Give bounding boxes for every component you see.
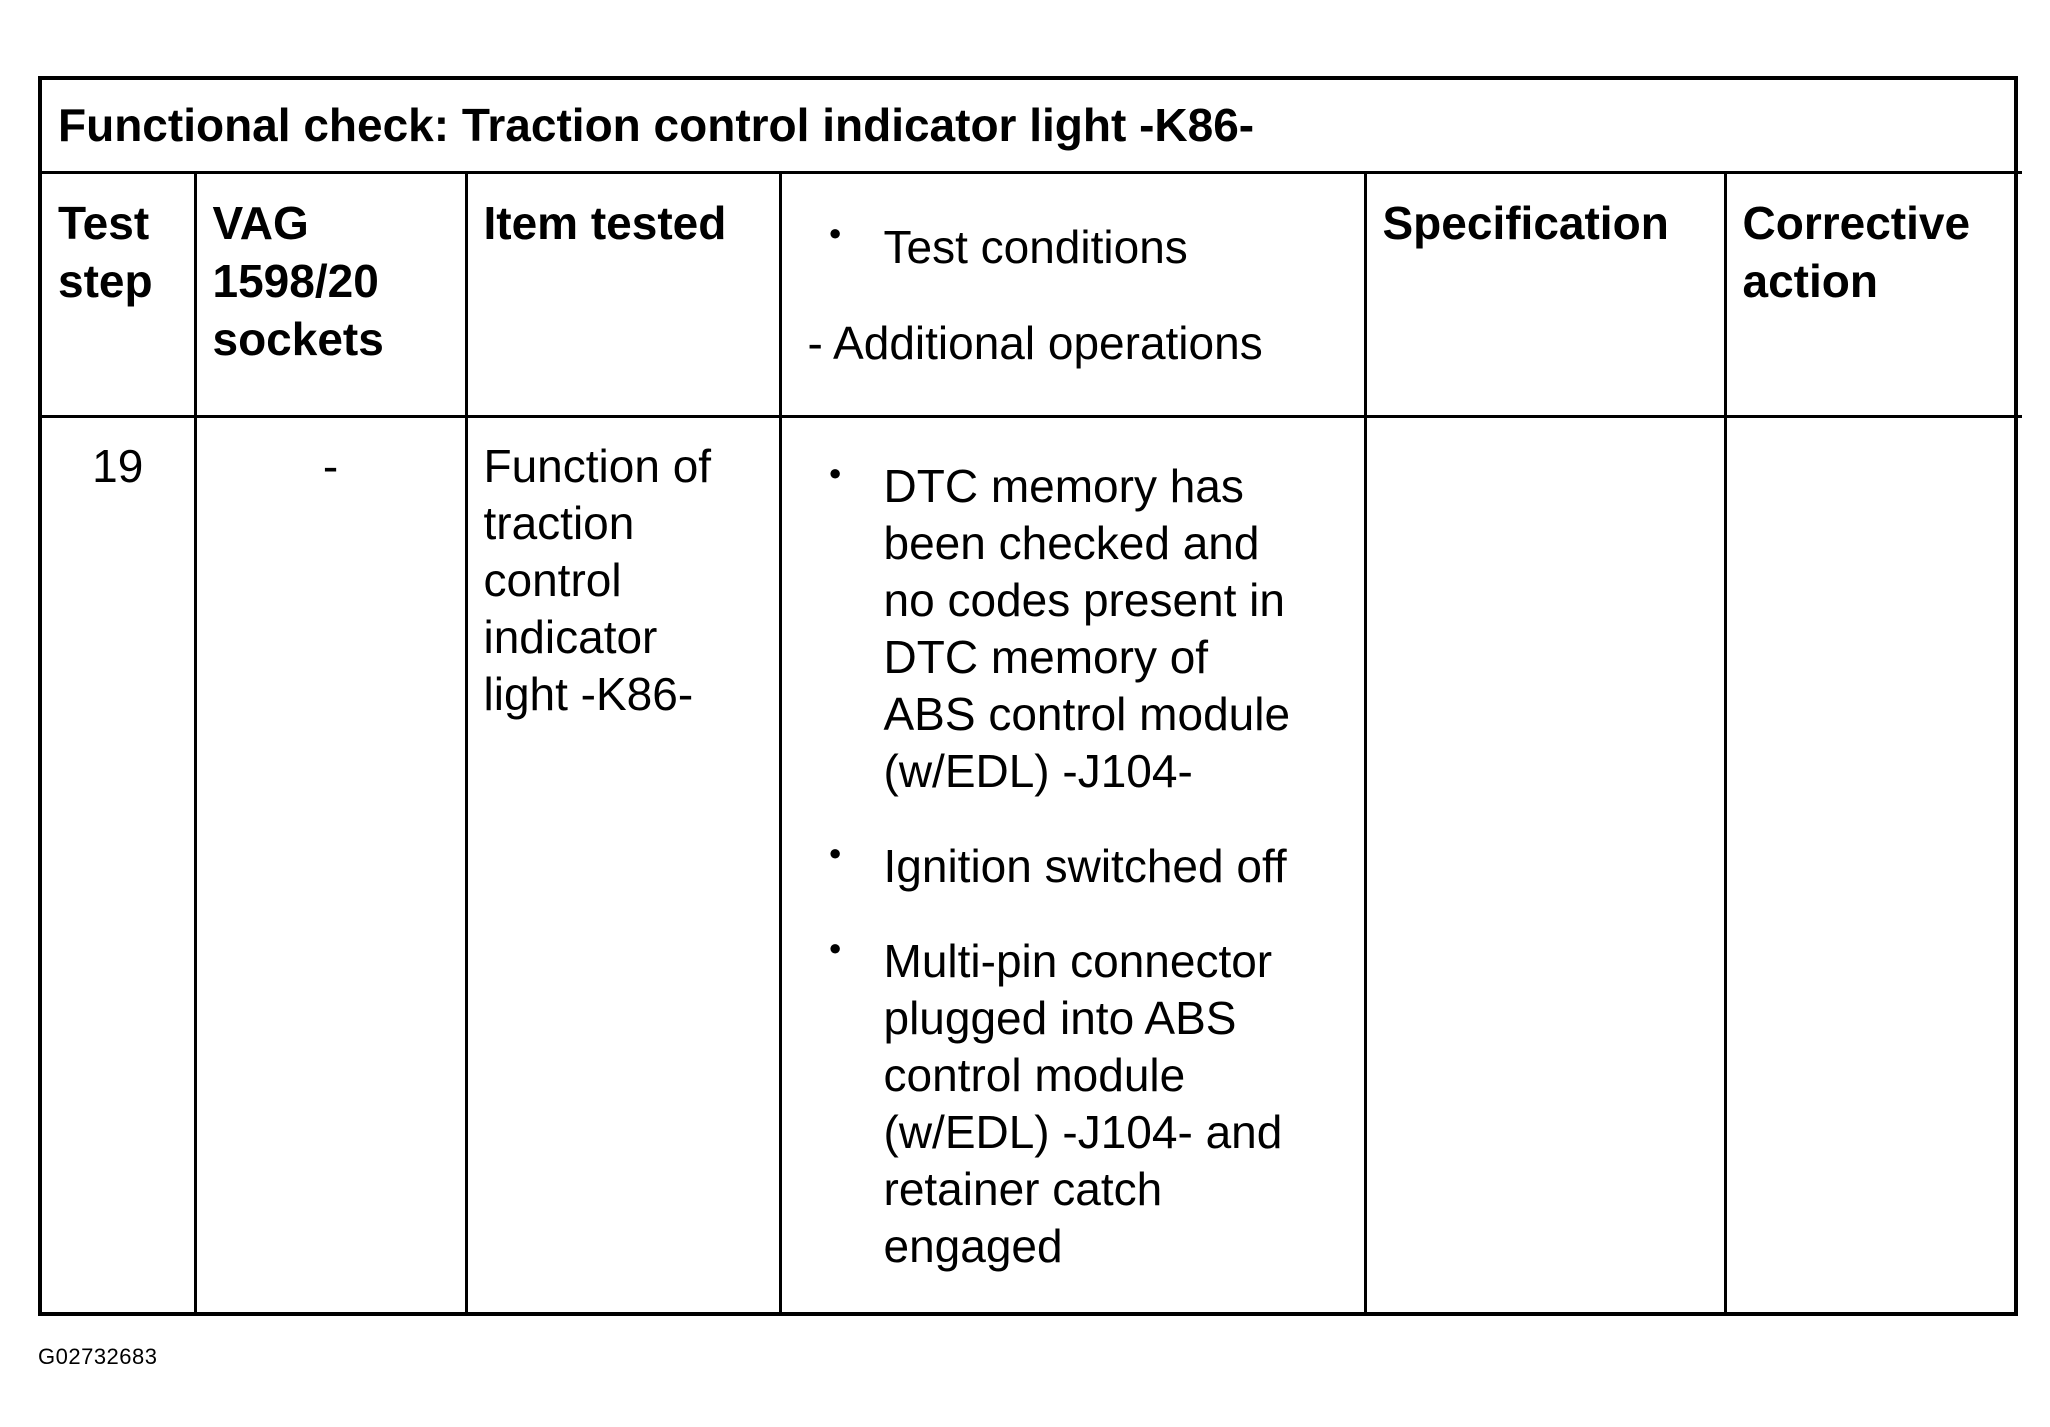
cell-corrective-action [1723,414,2023,1313]
condition-item: ● DTC memory has been checked and no cod… [828,459,1291,797]
functional-check-table-frame: Functional check: Traction control indic… [38,76,2023,1316]
bullet-icon: ● [828,459,842,485]
header-test-step: Test step [42,170,197,418]
functional-check-table: Functional check: Traction control indic… [42,80,2023,1313]
cell-vag-sockets: - [193,414,468,1313]
condition-item: ● Multi-pin connector plugged into ABS c… [828,934,1283,1272]
table-title: Functional check: Traction control indic… [42,80,2023,174]
cell-test-conditions: ● DTC memory has been checked and no cod… [778,414,1367,1313]
condition-item: ● Ignition switched off [828,839,1287,892]
table-header-row: Test step VAG 1598/20 sockets Item teste… [42,170,2023,418]
figure-id: G02732683 [38,1344,158,1369]
cell-item-tested: Function of traction control indicator l… [464,414,782,1313]
bullet-icon: ● [828,219,842,245]
header-specification: Specification [1363,170,1727,418]
header-item-tested: Item tested [464,170,782,418]
header-corrective-action: Corrective action [1723,170,2023,418]
header-additional-operations: - Additional operations [807,316,1263,369]
bullet-icon: ● [828,839,842,865]
table-title-row: Functional check: Traction control indic… [42,80,2023,174]
header-conditions-bullet-item: ● Test conditions [828,219,1188,273]
bullet-icon: ● [828,934,842,960]
header-vag-sockets: VAG 1598/20 sockets [193,170,468,418]
table-row: 19 - Function of traction control indica… [42,414,2023,1313]
header-test-conditions: ● Test conditions - Additional operation… [778,170,1367,418]
cell-test-step: 19 [42,414,197,1313]
cell-specification [1363,414,1727,1313]
